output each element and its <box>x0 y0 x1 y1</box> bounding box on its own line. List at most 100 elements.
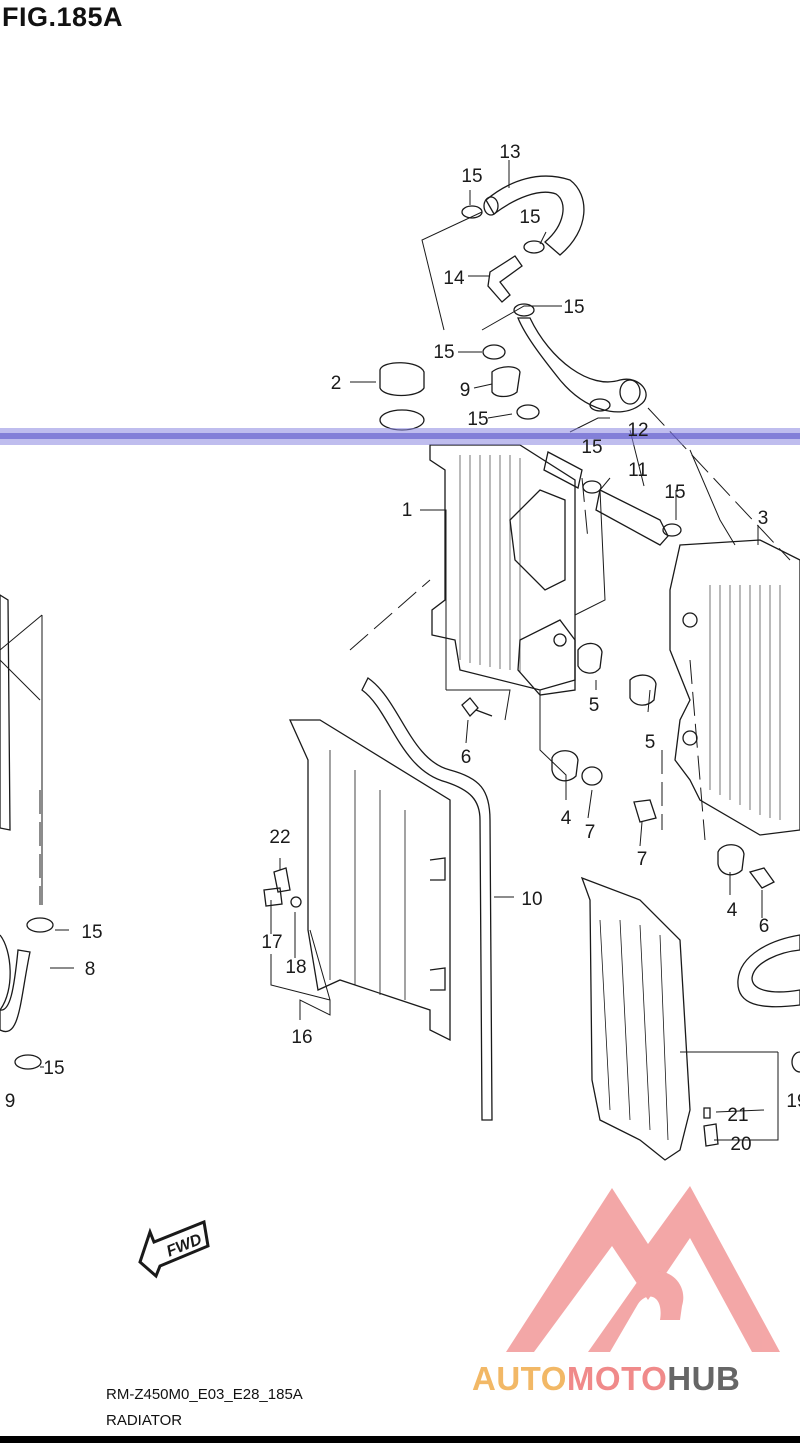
callout-labels: 13 15 15 14 15 15 2 9 15 15 12 11 15 1 3… <box>5 142 800 1155</box>
radiator-3-hole-a <box>682 612 698 628</box>
bolt-6-b <box>748 867 775 889</box>
label-15: 15 <box>519 207 540 228</box>
cap-seal <box>379 409 425 431</box>
radiator-1-core <box>459 455 521 672</box>
clamp-15-left-b <box>14 1054 42 1070</box>
label-14: 14 <box>443 268 465 289</box>
washer-7-a <box>581 766 603 786</box>
hose-13-end <box>483 196 499 216</box>
washer-18 <box>290 896 302 908</box>
dashed-guides <box>39 407 791 905</box>
label-12: 12 <box>627 420 648 441</box>
pipe-11-neck <box>543 451 583 489</box>
label-15: 15 <box>81 922 102 943</box>
label-2: 2 <box>331 373 342 394</box>
washer-7-b <box>633 799 657 823</box>
label-9: 9 <box>460 380 471 401</box>
grommet-5-a <box>577 642 603 674</box>
hose-12-end <box>619 379 641 405</box>
radiator-1 <box>429 444 576 691</box>
bolt-6-a <box>461 697 493 717</box>
grommet-5-b <box>629 674 657 706</box>
joint-14 <box>487 255 523 303</box>
clamp-15-f <box>589 398 611 412</box>
shroud-19-louvers <box>599 919 669 1141</box>
shroud-16-tabs <box>429 857 446 991</box>
hose-12 <box>517 317 647 413</box>
footer-name: RADIATOR <box>106 1412 183 1429</box>
clamp-15-d <box>482 344 506 360</box>
radiator-3 <box>669 539 800 836</box>
label-6: 6 <box>461 747 472 768</box>
label-15: 15 <box>43 1058 64 1079</box>
footer-code: RM-Z450M0_E03_E28_185A <box>106 1386 303 1403</box>
fwd-arrow: FWD <box>138 1219 210 1279</box>
screw-22 <box>273 867 291 893</box>
label-16: 16 <box>291 1027 312 1048</box>
hose-partial-right <box>737 934 800 1008</box>
label-7: 7 <box>637 849 648 870</box>
shroud-16 <box>288 719 451 1042</box>
label-20: 20 <box>730 1134 751 1155</box>
breather-hose-10 <box>361 677 493 1121</box>
label-10: 10 <box>521 889 542 910</box>
watermark-hub: HUB <box>667 1360 741 1397</box>
radiator-1-bracket <box>509 489 566 591</box>
label-15: 15 <box>563 297 584 318</box>
clamp-partial-right <box>791 1051 800 1073</box>
radiator-1-lowbracket <box>517 619 576 696</box>
shroud-16-louvers <box>329 750 406 1000</box>
shroud-19 <box>580 876 691 1161</box>
radiator-cap-2 <box>379 362 425 397</box>
hose-13 <box>485 175 585 256</box>
clamp-15-left-a <box>26 917 54 933</box>
clamp-15-h <box>662 523 682 537</box>
hose-9 <box>491 366 521 398</box>
radiator-3-core <box>709 585 781 820</box>
label-17: 17 <box>261 932 282 953</box>
label-15: 15 <box>664 482 685 503</box>
label-11: 11 <box>628 460 648 481</box>
clamp-15-b <box>523 240 545 254</box>
watermark-auto: AUTO <box>472 1360 567 1397</box>
pipe-11 <box>595 489 669 546</box>
label-22: 22 <box>269 827 290 848</box>
label-1: 1 <box>402 500 413 521</box>
label-15: 15 <box>433 342 454 363</box>
label-13: 13 <box>499 142 520 163</box>
spacer-4-b <box>717 844 745 876</box>
label-9: 9 <box>5 1091 16 1112</box>
label-4: 4 <box>561 808 572 829</box>
nut-20 <box>703 1123 719 1147</box>
label-7: 7 <box>585 822 596 843</box>
radiator-partial-left <box>0 594 11 831</box>
bottom-border <box>0 1436 800 1443</box>
label-4: 4 <box>727 900 738 921</box>
leader-lines <box>0 160 779 1141</box>
label-5: 5 <box>645 732 656 753</box>
clamp-15-c <box>513 303 535 317</box>
watermark-text: AUTOMOTOHUB <box>472 1360 740 1398</box>
clamp-15-g <box>582 480 602 494</box>
label-18: 18 <box>285 957 306 978</box>
label-21: 21 <box>727 1105 748 1126</box>
label-5: 5 <box>589 695 600 716</box>
clamp-15-e <box>516 404 540 420</box>
radiator-3-hole-b <box>682 730 698 746</box>
watermark-logo <box>506 1186 780 1352</box>
screw-21 <box>703 1107 711 1119</box>
label-19: 19 <box>786 1091 800 1112</box>
label-3: 3 <box>758 508 769 529</box>
figure-title: FIG.185A <box>2 2 124 32</box>
nut-17 <box>263 887 283 907</box>
watermark-moto: MOTO <box>566 1360 668 1397</box>
label-15: 15 <box>467 409 488 430</box>
label-15: 15 <box>461 166 482 187</box>
grommet-hole <box>553 633 567 647</box>
hose-8 <box>0 934 31 1033</box>
spacer-4-a <box>551 750 579 782</box>
scan-band-core <box>0 433 800 439</box>
label-8: 8 <box>85 959 96 980</box>
label-15: 15 <box>581 437 602 458</box>
